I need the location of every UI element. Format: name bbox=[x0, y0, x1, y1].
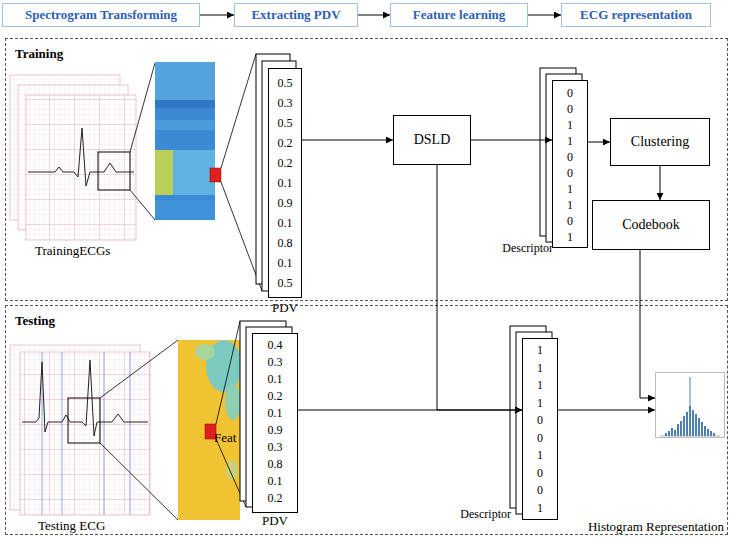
flow-arrow bbox=[302, 140, 393, 141]
process-box: Codebook bbox=[592, 200, 710, 250]
ecg-grid bbox=[20, 352, 150, 515]
spectrogram bbox=[155, 62, 215, 220]
spectrogram-blob bbox=[195, 344, 215, 360]
patch-marker bbox=[210, 168, 221, 182]
histogram-bar bbox=[707, 429, 709, 436]
node-text: Feature learning bbox=[413, 7, 506, 23]
step-box: Feature learning bbox=[390, 3, 528, 27]
histogram-bar bbox=[710, 431, 712, 436]
descriptor-card: 0 0 1 1 0 0 1 1 0 1Descriptor bbox=[552, 80, 588, 248]
histogram-bar bbox=[671, 428, 673, 436]
node-text: Extracting PDV bbox=[251, 7, 340, 23]
histogram-bar bbox=[698, 418, 700, 436]
node-heading: PDV bbox=[269, 300, 301, 316]
step-box: Extracting PDV bbox=[234, 3, 358, 27]
image-caption: TrainingECGs bbox=[35, 243, 110, 259]
histogram-bar bbox=[677, 424, 679, 436]
node-text: Spectrogram Transforming bbox=[25, 7, 177, 23]
leader-line bbox=[100, 443, 178, 520]
ecg-page bbox=[20, 352, 150, 515]
spectrogram-band bbox=[155, 150, 173, 195]
process-box: DSLD bbox=[393, 115, 471, 165]
ecg-marker-line bbox=[104, 352, 105, 515]
image-caption: Testing ECG bbox=[38, 518, 105, 534]
histogram-bar bbox=[686, 412, 688, 436]
ecg-grid bbox=[20, 352, 150, 515]
flow-arrow bbox=[528, 15, 561, 16]
histogram-bar bbox=[692, 410, 694, 436]
histogram-bar bbox=[668, 431, 670, 436]
partial-label: Feat bbox=[214, 430, 236, 446]
spectrogram-band bbox=[155, 120, 215, 130]
node-text: Testing bbox=[15, 313, 55, 329]
node-text: ECG representation bbox=[580, 7, 692, 23]
vector-card: 0.4 0.3 0.1 0.2 0.1 0.9 0.3 0.8 0.1 0.2P… bbox=[252, 333, 298, 513]
leader-line bbox=[130, 63, 155, 152]
histogram-peak bbox=[690, 377, 691, 436]
flow-arrow bbox=[660, 166, 661, 200]
window-box bbox=[98, 152, 130, 190]
step-box: ECG representation bbox=[561, 3, 711, 27]
histogram-bar bbox=[701, 422, 703, 436]
flow-arrow bbox=[471, 140, 552, 141]
phase-region: Testing 0.4 0.3 0.1 0.2 0.1 0.9 0.3 0.8 0… bbox=[5, 305, 728, 535]
histogram-bar bbox=[665, 433, 667, 436]
histogram-bar bbox=[695, 414, 697, 436]
node-text: 0.4 0.3 0.1 0.2 0.1 0.9 0.3 0.8 0.1 0.2 bbox=[264, 337, 286, 507]
histogram-bar bbox=[674, 430, 676, 436]
node-text: 0 0 1 1 0 0 1 1 0 1 bbox=[565, 85, 575, 245]
node-heading: Descriptor bbox=[460, 507, 511, 522]
node-text: Training bbox=[15, 46, 63, 62]
ecg-grid bbox=[26, 95, 136, 240]
leader-line bbox=[100, 340, 178, 398]
vector-card: 0.5 0.3 0.5 0.2 0.2 0.1 0.9 0.1 0.8 0.1 … bbox=[268, 68, 302, 298]
descriptor-card: 1 1 1 1 0 0 1 0 0 1Descriptor bbox=[522, 338, 558, 520]
histogram-box: Histogram Representation bbox=[655, 372, 725, 438]
node-text: Clustering bbox=[631, 134, 689, 150]
node-heading: PDV bbox=[253, 513, 297, 529]
ecg-trace bbox=[28, 128, 134, 186]
leader-line bbox=[130, 190, 155, 220]
histogram-bar bbox=[713, 433, 715, 436]
phase-region: Training 0.5 0.3 0.5 0.2 0.2 0.1 0.9 0.1 … bbox=[5, 38, 728, 301]
histogram-bar bbox=[683, 416, 685, 436]
node-text: Histogram Representation bbox=[588, 519, 724, 535]
window-box bbox=[68, 398, 100, 443]
step-box: Spectrogram Transforming bbox=[2, 3, 200, 27]
flow-arrow bbox=[437, 165, 522, 410]
node-text: 1 1 1 1 0 0 1 0 0 1 bbox=[535, 342, 545, 517]
spectrogram-band bbox=[155, 200, 215, 220]
spectrogram-blob bbox=[226, 460, 238, 480]
flow-arrow bbox=[298, 410, 522, 411]
flow-arrow bbox=[640, 250, 655, 398]
leader-line bbox=[221, 54, 256, 168]
leader-line bbox=[216, 321, 240, 424]
flow-arrow bbox=[588, 142, 610, 143]
flow-arrow bbox=[200, 15, 234, 16]
flow-arrow bbox=[558, 410, 655, 411]
node-text: 0.5 0.3 0.5 0.2 0.2 0.1 0.9 0.1 0.8 0.1 … bbox=[274, 73, 296, 293]
spectrogram-band bbox=[155, 100, 215, 108]
ecg-marker-line bbox=[62, 352, 63, 515]
process-box: Clustering bbox=[610, 118, 710, 166]
node-text: Codebook bbox=[622, 217, 680, 233]
spectrogram-band bbox=[173, 150, 215, 195]
spectrogram-blob bbox=[225, 384, 241, 420]
ecg-grid bbox=[26, 95, 136, 240]
histogram-bar bbox=[680, 421, 682, 436]
node-text: DSLD bbox=[414, 132, 451, 148]
ecg-page bbox=[26, 95, 136, 240]
histogram-bar bbox=[704, 426, 706, 436]
flow-arrow bbox=[358, 15, 390, 16]
node-heading: Descriptor bbox=[502, 241, 553, 256]
spectrogram-band bbox=[155, 62, 215, 100]
